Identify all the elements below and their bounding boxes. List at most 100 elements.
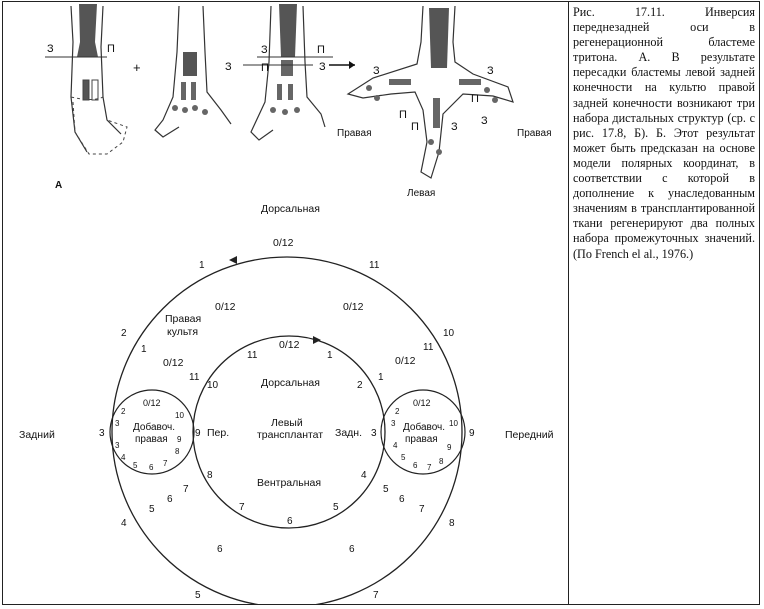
svg-text:6: 6 [149,463,154,472]
svg-text:6: 6 [167,494,173,505]
right-supernumerary-circle [380,389,466,475]
svg-text:10: 10 [449,419,458,428]
label-p-2: П [317,44,325,56]
supernumerary-left-2: правая [135,434,168,445]
zero-twelve-mid-right: 0/12 [395,355,416,367]
label-p-1: П [107,43,115,55]
figure-caption: Рис. 17.11. Инверсия переднезадней оси в… [573,5,755,262]
zero-twelve-graft: 0/12 [279,339,300,351]
limb-3 [250,4,326,141]
svg-text:2: 2 [121,407,126,416]
svg-text:5: 5 [149,504,155,515]
stump-line-1: Правая [165,313,201,325]
svg-text:3: 3 [115,419,120,428]
plus-sign: + [133,60,141,75]
graft-circle [192,335,386,529]
zero-twelve-small-left: 0/12 [143,398,161,408]
supernumerary-right-1: Добавоч. [403,421,445,433]
svg-text:5: 5 [333,502,339,513]
supernumerary-right-2: правая [405,434,438,445]
svg-text:3: 3 [371,428,377,439]
graft-left-label: Пер. [207,427,229,439]
svg-text:5: 5 [383,484,389,495]
svg-text:7: 7 [373,590,379,601]
label-z-7: З [451,121,458,133]
dorsal-top-label: Дорсальная [261,203,320,215]
svg-text:6: 6 [413,461,418,470]
svg-text:9: 9 [195,428,201,439]
label-z-8: З [481,115,488,127]
svg-text:10: 10 [175,411,184,420]
graft-ventral-label: Вентральная [257,477,321,489]
panel-label-a: A [55,180,62,191]
svg-text:11: 11 [423,342,434,353]
svg-text:1: 1 [141,344,147,355]
column-divider [568,1,569,605]
svg-text:2: 2 [357,380,363,391]
svg-text:8: 8 [449,518,455,529]
graft-title-2: трансплантат [257,429,323,441]
zero-twelve-left: 0/12 [215,301,236,313]
svg-text:11: 11 [369,260,380,271]
svg-text:8: 8 [207,470,213,481]
zero-twelve-top: 0/12 [273,237,294,249]
svg-text:6: 6 [399,494,405,505]
limb-1 [70,4,128,155]
graft-dorsal-label: Дорсальная [261,377,320,389]
caption-text: Рис. 17.11. Инверсия переднезадней оси в… [573,5,755,261]
svg-text:2: 2 [395,407,400,416]
svg-text:4: 4 [121,453,126,462]
svg-text:8: 8 [439,457,444,466]
svg-text:1: 1 [327,350,333,361]
outer-circle [111,256,463,604]
svg-text:9: 9 [469,428,475,439]
svg-text:1: 1 [199,260,205,271]
label-p-3: П [261,62,269,74]
label-z-6: З [487,65,494,77]
svg-text:7: 7 [427,463,432,472]
label-p-6: П [411,121,419,133]
anterior-label: Передний [505,429,554,441]
label-right-1: Правая [337,128,372,139]
svg-text:10: 10 [207,380,219,391]
svg-text:5: 5 [195,590,201,601]
svg-text:7: 7 [183,484,189,495]
posterior-label: Задний [19,429,55,441]
svg-text:6: 6 [287,516,293,527]
svg-text:6: 6 [349,544,355,555]
label-right-2: Правая [517,128,552,139]
svg-text:6: 6 [217,544,223,555]
label-z-4: З [319,61,326,73]
svg-text:7: 7 [239,502,245,513]
svg-text:11: 11 [247,350,258,361]
svg-text:1: 1 [378,372,384,383]
svg-text:4: 4 [393,441,398,450]
svg-text:3: 3 [391,419,396,428]
graft-title-1: Левый [271,417,303,429]
left-supernumerary-circle [109,389,195,475]
figure-panel: З П + З П П З З [3,2,568,604]
svg-text:8: 8 [175,447,180,456]
supernumerary-left-1: Добавоч. [133,421,175,433]
svg-text:3: 3 [99,428,105,439]
label-left: Левая [407,188,435,199]
svg-text:2: 2 [121,328,127,339]
svg-text:9: 9 [177,435,182,444]
svg-text:7: 7 [163,459,168,468]
svg-text:4: 4 [361,470,367,481]
label-p-4: П [471,93,479,105]
svg-text:11: 11 [189,372,200,383]
label-z-5: З [373,65,380,77]
zero-twelve-right: 0/12 [343,301,364,313]
label-z-2: З [261,44,268,56]
figure-illustration: З П + З П П З З [19,4,554,604]
svg-text:10: 10 [443,328,455,339]
label-z-3: З [225,61,232,73]
svg-text:5: 5 [133,461,138,470]
graft-right-label: Задн. [335,427,362,439]
stump-line-2: культя [167,326,198,338]
label-p-5: П [399,109,407,121]
